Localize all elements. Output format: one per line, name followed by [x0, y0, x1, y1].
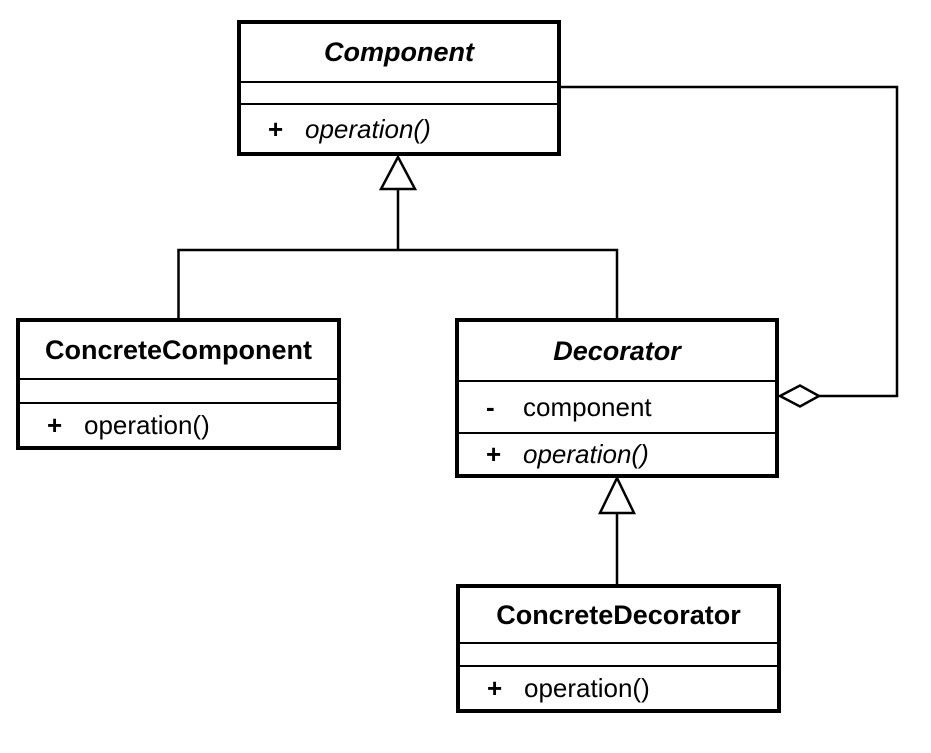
class-decorator-attributes: - component	[459, 380, 775, 432]
visibility-sign: -	[486, 392, 495, 422]
visibility-sign: +	[47, 410, 63, 440]
aggregation-diamond-icon	[777, 384, 822, 408]
class-concrete-component: ConcreteComponent + operation()	[16, 318, 341, 450]
class-decorator: Decorator - component + operation()	[455, 318, 779, 478]
class-concrete-decorator-title: ConcreteDecorator	[496, 599, 741, 630]
visibility-sign: +	[486, 439, 502, 469]
class-component-title: Component	[324, 37, 474, 67]
attribute-row: - component	[459, 394, 652, 420]
class-component-attributes	[241, 81, 557, 103]
method-name: operation()	[84, 410, 210, 440]
class-concrete-decorator-attributes	[460, 642, 777, 665]
class-decorator-title: Decorator	[553, 335, 681, 366]
method-row: + operation()	[20, 412, 210, 438]
class-component-methods: + operation()	[241, 103, 557, 152]
class-concrete-decorator-methods: + operation()	[460, 665, 777, 709]
class-concrete-component-attributes	[20, 378, 337, 402]
visibility-sign: +	[487, 673, 503, 703]
method-row: + operation()	[241, 116, 431, 142]
class-component: Component + operation()	[237, 20, 561, 156]
class-concrete-component-methods: + operation()	[20, 402, 337, 446]
generalization-triangle-component	[378, 154, 418, 191]
method-name: operation()	[523, 439, 649, 469]
class-decorator-methods: + operation()	[459, 432, 775, 474]
visibility-sign: +	[268, 113, 284, 144]
method-name: operation()	[524, 673, 650, 703]
generalization-line-to-component	[177, 189, 619, 319]
generalization-triangle-decorator	[598, 475, 636, 515]
method-row: + operation()	[460, 675, 650, 701]
aggregation-line	[561, 85, 899, 398]
class-concrete-decorator: ConcreteDecorator + operation()	[456, 584, 781, 713]
method-name: operation()	[305, 113, 431, 144]
class-concrete-component-title: ConcreteComponent	[44, 334, 312, 365]
method-row: + operation()	[459, 441, 649, 467]
attribute-name: component	[523, 392, 652, 422]
